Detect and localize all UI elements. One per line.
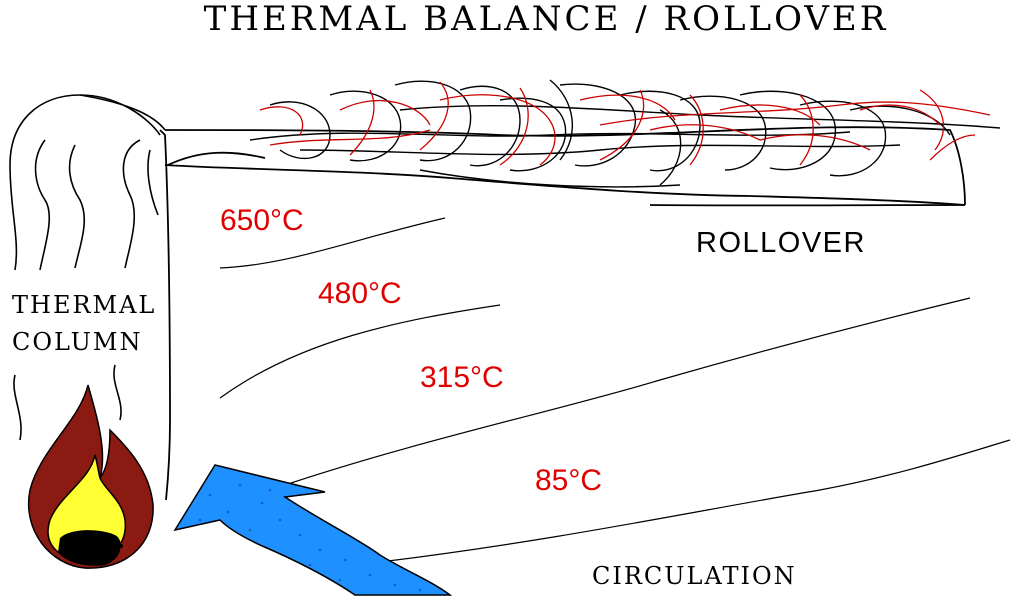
isotherm-lines (219, 217, 1011, 563)
thermal-column-wisps (9, 94, 166, 441)
temperature-label-315: 315°C (420, 361, 504, 394)
room-outline (159, 126, 966, 501)
temperature-label-85: 85°C (535, 464, 602, 497)
rollover-smoke-black (249, 79, 1001, 188)
circulation-arrow-icon (173, 464, 453, 596)
rollover-smoke-red (259, 81, 991, 166)
circulation-label: CIRCULATION (592, 562, 797, 590)
thermal-column-label-line2: COLUMN (12, 328, 142, 356)
temperature-label-480: 480°C (318, 277, 402, 310)
temperature-label-650: 650°C (220, 204, 304, 237)
thermal-column-label-line1: THERMAL (12, 291, 156, 319)
diagram-title: THERMAL BALANCE / ROLLOVER (204, 0, 889, 39)
rollover-label: ROLLOVER (696, 227, 866, 259)
fire-icon (27, 384, 154, 569)
